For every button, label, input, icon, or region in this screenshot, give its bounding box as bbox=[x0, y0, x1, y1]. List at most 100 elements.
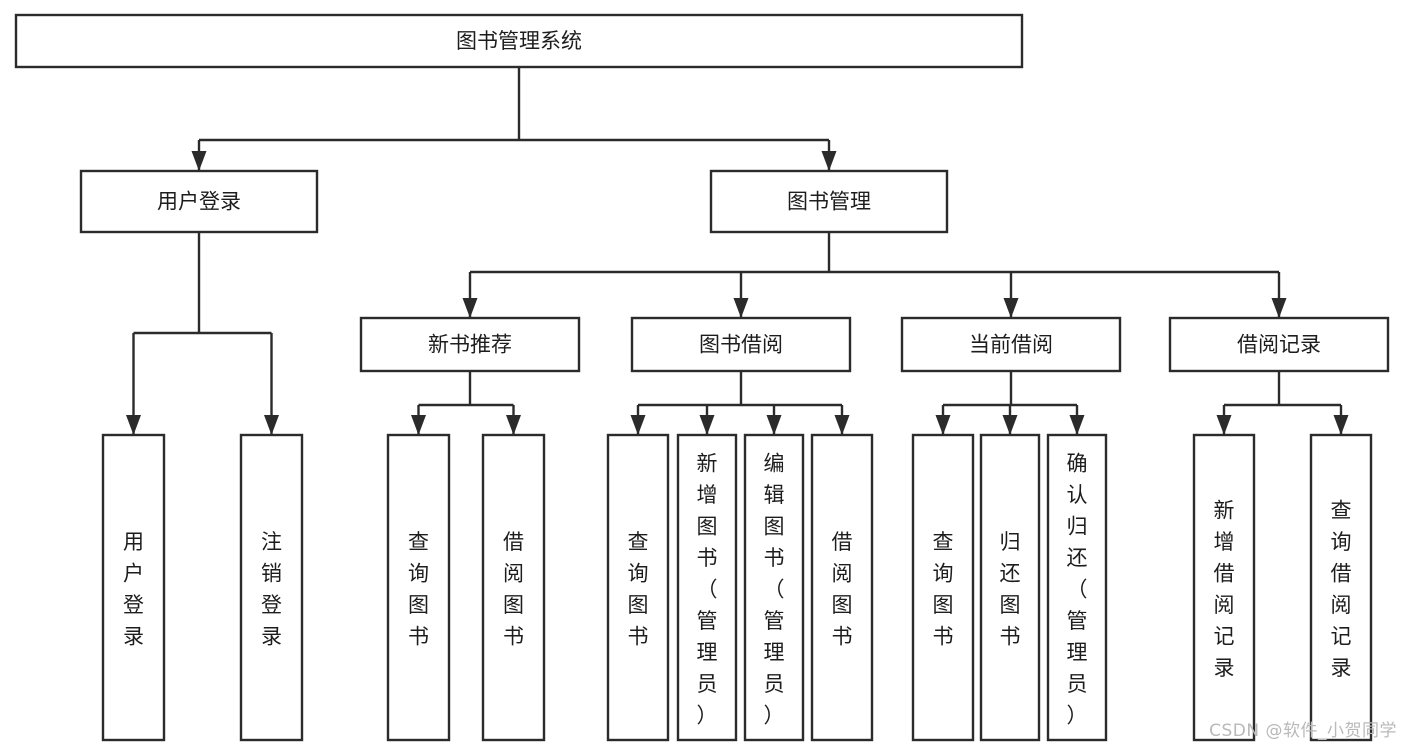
node-label-char: 书 bbox=[764, 546, 785, 570]
node-current-borrow[interactable]: 当前借阅 bbox=[900, 316, 1122, 373]
node-label-char: 员 bbox=[1067, 672, 1088, 696]
watermark-label: CSDN @软件_小贺同学 bbox=[1209, 721, 1397, 741]
node-box bbox=[743, 433, 805, 742]
node-label-char: 记 bbox=[1331, 625, 1352, 649]
arrow-head-icon bbox=[506, 415, 521, 435]
node-box bbox=[1168, 316, 1390, 373]
node-label-char: 阅 bbox=[1214, 593, 1235, 617]
arrow-head-icon bbox=[733, 298, 749, 318]
node-label-char: 阅 bbox=[1331, 593, 1352, 617]
node-label-char: 理 bbox=[1067, 640, 1088, 664]
node-box bbox=[1309, 433, 1373, 742]
node-label-char: 询 bbox=[1331, 530, 1352, 554]
node-box bbox=[810, 433, 874, 742]
node-label-char: 询 bbox=[408, 562, 429, 586]
node-label-char: ） bbox=[1067, 703, 1088, 727]
node-label-char: 借 bbox=[1214, 562, 1235, 586]
node-label-char: 编 bbox=[764, 451, 785, 475]
node-label-char: 书 bbox=[832, 625, 853, 649]
node-box bbox=[239, 433, 304, 742]
arrow-head-icon bbox=[1003, 298, 1019, 318]
node-book-borrow[interactable]: 图书借阅 bbox=[630, 316, 852, 373]
arrow-head-icon bbox=[462, 298, 478, 318]
node-box bbox=[979, 433, 1041, 742]
node-label-char: 书 bbox=[1000, 625, 1021, 649]
node-label-char: 书 bbox=[933, 625, 954, 649]
node-new-book-recommend[interactable]: 新书推荐 bbox=[359, 316, 581, 373]
node-box bbox=[386, 433, 451, 742]
node-label-char: 登 bbox=[261, 593, 282, 617]
node-label: 用户登录 bbox=[157, 190, 241, 214]
arrow-head-icon bbox=[834, 415, 850, 435]
node-label-char: 归 bbox=[1067, 514, 1088, 538]
node-label-char: 图 bbox=[764, 514, 785, 538]
arrow-head-icon bbox=[1271, 298, 1287, 318]
node-label-char: 辑 bbox=[764, 483, 785, 507]
node-label-char: 图 bbox=[503, 593, 524, 617]
node-label-char: 员 bbox=[697, 672, 718, 696]
node-label-char: 理 bbox=[697, 640, 718, 664]
node-label-char: 查 bbox=[628, 530, 649, 554]
node-book-manage[interactable]: 图书管理 bbox=[709, 169, 949, 234]
node-box bbox=[14, 13, 1024, 69]
node-label-char: 录 bbox=[1331, 656, 1352, 680]
node-label-char: 销 bbox=[261, 562, 282, 586]
node-label: 图书借阅 bbox=[699, 333, 783, 357]
node-label-char: 阅 bbox=[503, 562, 524, 586]
node-label-char: 确 bbox=[1067, 451, 1088, 475]
node-box bbox=[1192, 433, 1256, 742]
node-root[interactable]: 图书管理系统 bbox=[14, 13, 1024, 69]
node-label-char: 新 bbox=[697, 451, 718, 475]
node-borrow-record[interactable]: 借阅记录 bbox=[1168, 316, 1390, 373]
node-label-char: 增 bbox=[697, 483, 718, 507]
node-box bbox=[900, 316, 1122, 373]
node-box bbox=[709, 169, 949, 234]
node-box bbox=[676, 433, 738, 742]
arrow-head-icon bbox=[126, 415, 141, 435]
node-label-char: 询 bbox=[933, 562, 954, 586]
node-label-char: 询 bbox=[628, 562, 649, 586]
node-label-char: 书 bbox=[408, 625, 429, 649]
node-label-char: 记 bbox=[1214, 625, 1235, 649]
arrow-head-icon bbox=[1002, 415, 1018, 435]
node-label-char: 查 bbox=[933, 530, 954, 554]
node-label-char: 阅 bbox=[832, 562, 853, 586]
node-label: 新书推荐 bbox=[428, 333, 512, 357]
node-label-char: 书 bbox=[503, 625, 524, 649]
node-label-char: 还 bbox=[1067, 546, 1088, 570]
node-user-login[interactable]: 用户登录 bbox=[79, 169, 319, 234]
node-box bbox=[911, 433, 975, 742]
node-box bbox=[481, 433, 546, 742]
node-label-char: （ bbox=[697, 577, 718, 601]
node-label-char: 图 bbox=[408, 593, 429, 617]
node-label-char: 图 bbox=[832, 593, 853, 617]
node-label-char: 管 bbox=[697, 609, 718, 633]
node-box bbox=[630, 316, 852, 373]
node-label-char: ） bbox=[764, 703, 785, 727]
node-user-login-do[interactable]: 用户登录 bbox=[101, 433, 166, 742]
node-box bbox=[101, 433, 166, 742]
node-label-char: 管 bbox=[1067, 609, 1088, 633]
node-label-char: 书 bbox=[697, 546, 718, 570]
node-label-char: 认 bbox=[1067, 483, 1088, 507]
node-label-char: 图 bbox=[628, 593, 649, 617]
node-label-char: 还 bbox=[1000, 562, 1021, 586]
arrow-head-icon bbox=[766, 415, 782, 435]
node-label-char: ） bbox=[697, 703, 718, 727]
arrow-head-icon bbox=[1069, 415, 1085, 435]
node-label-char: 增 bbox=[1214, 530, 1235, 554]
